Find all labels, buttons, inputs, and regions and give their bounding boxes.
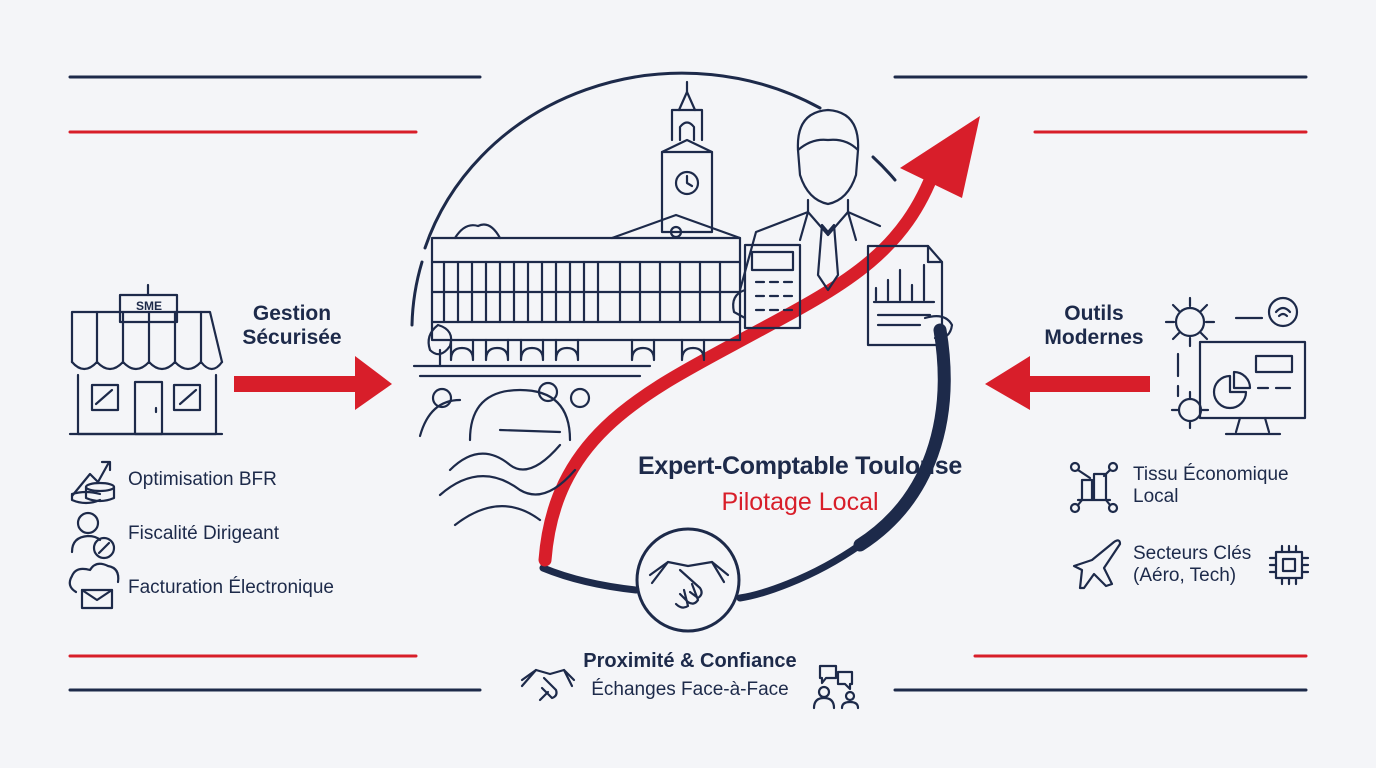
left-heading: Gestion Sécurisée (222, 302, 362, 350)
chip-icon (1268, 544, 1310, 586)
handshake-badge-icon (635, 527, 741, 633)
handshake-icon (520, 668, 576, 702)
right-item-1-line2: Local (1133, 485, 1179, 507)
right-heading-line2: Modernes (1044, 326, 1144, 350)
growth-coins-icon (70, 460, 116, 505)
right-arrow-icon (985, 356, 1150, 410)
right-heading: Outils Modernes (1024, 302, 1164, 350)
cloud-mail-icon (68, 562, 120, 610)
left-heading-line2: Sécurisée (242, 326, 342, 350)
right-item-2-line2: (Aéro, Tech) (1133, 564, 1237, 586)
accountant-figure-icon (732, 108, 954, 347)
storefront-icon (68, 283, 224, 436)
left-heading-line1: Gestion (252, 302, 332, 325)
left-item-3: Facturation Électronique (128, 577, 334, 598)
bottom-heading: Proximité & Confiance (583, 650, 797, 672)
growth-arrow (538, 116, 980, 567)
capitole-building-icon (412, 80, 742, 527)
left-arrow-icon (234, 356, 392, 410)
airplane-icon (1072, 539, 1122, 590)
left-item-2: Fiscalité Dirigeant (128, 523, 279, 544)
user-percent-icon (70, 511, 116, 560)
right-item-1: Tissu Économique Local (1133, 464, 1289, 508)
right-heading-line1: Outils (1064, 302, 1124, 325)
storefront-sign: SME (135, 299, 162, 313)
right-item-1-line1: Tissu Économique (1133, 464, 1289, 485)
center-subtitle: Pilotage Local (721, 488, 879, 516)
right-item-2-line1: Secteurs Clés (1133, 543, 1252, 564)
modern-tools-icon (1164, 296, 1307, 436)
central-circle (410, 71, 951, 602)
right-item-2: Secteurs Clés (Aéro, Tech) (1133, 543, 1251, 587)
decorative-rules (68, 75, 1308, 692)
center-title: Expert-Comptable Toulouse (637, 452, 962, 480)
left-item-1: Optimisation BFR (128, 469, 277, 490)
network-buildings-icon (1069, 461, 1119, 514)
bottom-subheading: Échanges Face-à-Face (591, 679, 789, 700)
chat-people-icon (812, 664, 860, 710)
